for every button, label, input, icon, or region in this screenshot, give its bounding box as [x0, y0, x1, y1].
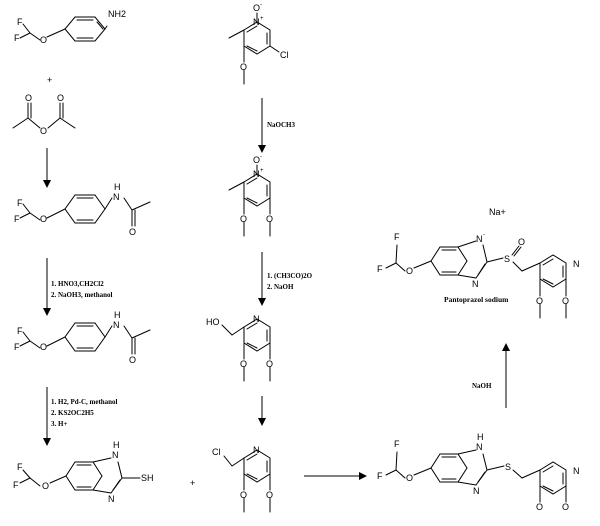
atom-o: O — [42, 481, 49, 491]
atom-n: N — [108, 494, 115, 504]
reagent-label: 1. H2, Pd-C, methanol — [51, 398, 118, 406]
atom-sh: SH — [141, 473, 154, 483]
atom-f: F — [13, 480, 19, 490]
atom-s: S — [505, 462, 511, 472]
atom-h: H — [477, 432, 484, 442]
atom-n: N — [573, 259, 580, 269]
chloromethyl-pyridine: N Cl O O — [212, 445, 273, 513]
atom-n: N — [472, 279, 479, 289]
atom-o: O — [129, 227, 136, 237]
sulfide-intermediate: H N N S N O F F O O — [377, 432, 580, 512]
atom-f: F — [17, 462, 23, 472]
atom-o-minus: O — [253, 3, 260, 13]
charge-plus: + — [260, 168, 264, 174]
reagent-label: 1. HNO3,CH2Cl2 — [51, 280, 104, 288]
atom-f: F — [17, 198, 23, 208]
atom-o: O — [266, 359, 273, 369]
atom-h: H — [113, 440, 120, 450]
atom-f: F — [17, 326, 23, 336]
atom-o: O — [57, 93, 64, 103]
atom-o: O — [240, 62, 247, 72]
atom-n: N — [573, 466, 580, 476]
atom-o: O — [240, 490, 247, 500]
atom-o: O — [406, 473, 413, 483]
hydroxymethyl-pyridine: N HO O O — [206, 314, 273, 382]
reagent-label: 2. NaOH3, methanol — [51, 291, 113, 299]
atom-n-plus: N — [253, 17, 260, 27]
atom-o-minus: O — [253, 155, 260, 165]
atom-n: N — [113, 192, 120, 202]
reagent-label: NaOH — [472, 382, 492, 390]
reagent-label: 3. H+ — [51, 420, 67, 428]
atom-n: N — [253, 445, 260, 455]
sodium-ion: Na+ — [489, 207, 506, 217]
atom-cl: Cl — [280, 50, 289, 60]
charge-plus: + — [260, 16, 264, 22]
benzimidazole-thiol: H N N SH O F F — [13, 440, 154, 504]
pantoprazole-sodium: Na+ N - N S O N O F F O O P — [377, 207, 580, 319]
atom-n: N — [113, 320, 120, 330]
atom-n: N — [473, 486, 480, 496]
atom-o: O — [536, 502, 543, 512]
atom-o: O — [40, 126, 47, 136]
atom-nh2: NH2 — [108, 9, 126, 19]
charge-minus: - — [260, 154, 262, 160]
atom-o: O — [406, 266, 413, 276]
reagent-label: 2. KS2OC2H5 — [51, 409, 94, 417]
reagent-label: 2. NaOH — [267, 283, 294, 291]
reagent-label: 1. (CH3CO)2O — [267, 272, 313, 280]
atom-cl: Cl — [212, 447, 221, 457]
charge-minus: - — [260, 2, 262, 8]
atom-o: O — [25, 93, 32, 103]
atom-f: F — [14, 342, 20, 352]
acetic-anhydride: O O O — [12, 93, 76, 136]
atom-n-minus: N — [476, 234, 483, 244]
reagent-label: NaOCH3 — [267, 121, 296, 129]
atom-n: N — [476, 442, 483, 452]
plus-sign: + — [47, 75, 52, 85]
nitro-acetanilide: H N O O F F — [14, 310, 151, 365]
atom-o: O — [266, 490, 273, 500]
atom-o: O — [518, 237, 525, 247]
atom-o: O — [40, 35, 47, 45]
atom-f: F — [14, 214, 20, 224]
atom-h: H — [114, 182, 121, 192]
atom-h: H — [114, 310, 121, 320]
charge-minus: - — [483, 232, 485, 238]
difluoromethoxy-acetanilide: H N O O F F — [14, 182, 151, 237]
atom-o: O — [562, 296, 569, 306]
atom-o: O — [40, 342, 47, 352]
atom-oh: HO — [206, 317, 220, 327]
atom-o: O — [562, 502, 569, 512]
atom-f: F — [14, 33, 20, 43]
methoxy-pyridine-n-oxide: O - N + O O — [228, 154, 273, 237]
atom-o: O — [240, 359, 247, 369]
atom-o: O — [129, 355, 136, 365]
atom-o: O — [240, 214, 247, 224]
atom-n: N — [112, 450, 119, 460]
product-name: Pantoprazol sodium — [444, 295, 509, 304]
difluoromethoxy-aniline: NH2 O F F — [14, 9, 126, 45]
atom-n-plus: N — [253, 169, 260, 179]
atom-f: F — [377, 471, 383, 481]
atom-f: F — [394, 439, 400, 449]
atom-o: O — [40, 214, 47, 224]
atom-f: F — [17, 17, 23, 27]
atom-o: O — [266, 214, 273, 224]
plus-sign: + — [190, 478, 195, 488]
atom-f: F — [377, 264, 383, 274]
atom-f: F — [394, 232, 400, 242]
atom-s: S — [504, 254, 510, 264]
atom-o: O — [536, 296, 543, 306]
atom-n: N — [253, 314, 260, 324]
chloro-pyridine-n-oxide: O - N + O Cl — [228, 2, 289, 85]
